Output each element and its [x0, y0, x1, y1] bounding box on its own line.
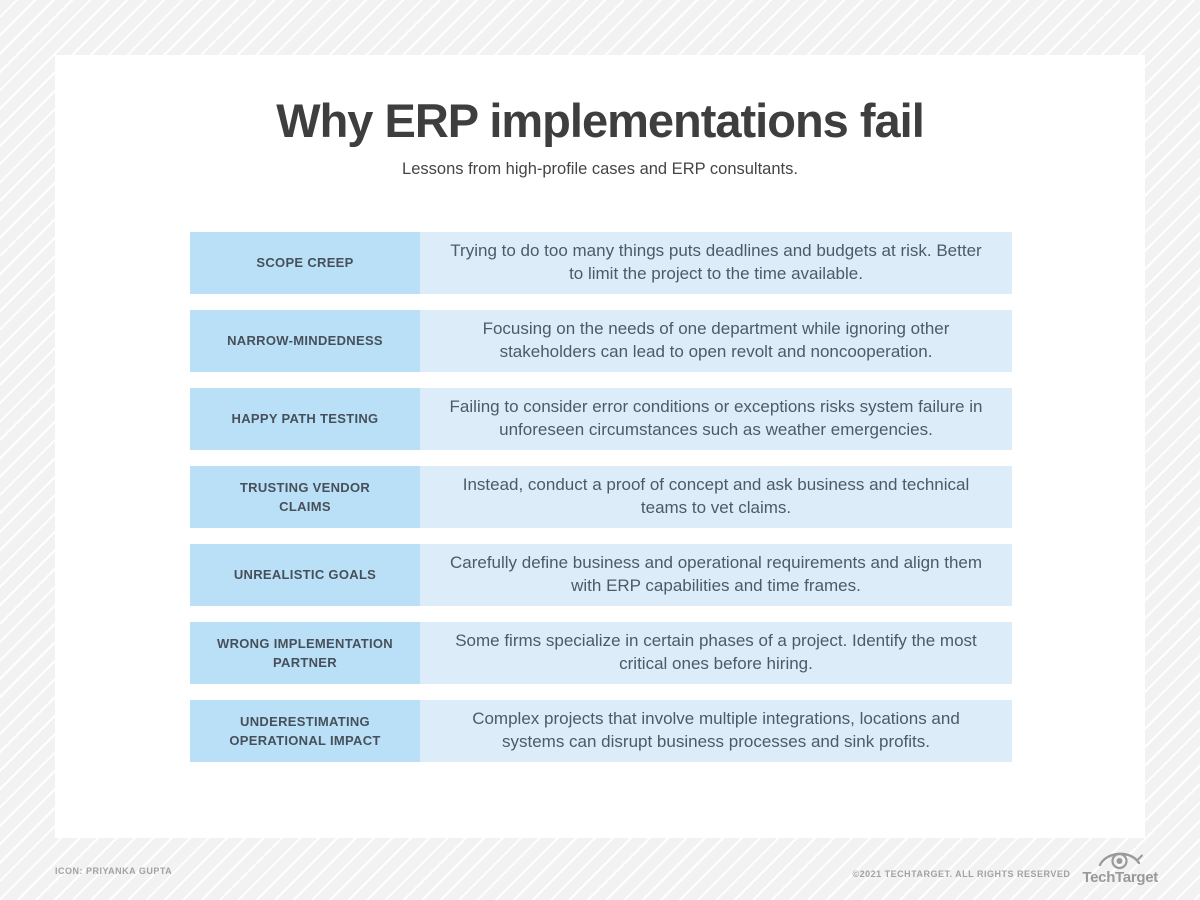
brand-name: TechTarget — [1082, 868, 1158, 886]
table-row: HAPPY PATH TESTING Failing to consider e… — [190, 388, 1012, 450]
table-row: SCOPE CREEP Trying to do too many things… — [190, 232, 1012, 294]
row-description: Complex projects that involve multiple i… — [420, 700, 1012, 762]
icon-credit: ICON: PRIYANKA GUPTA — [55, 866, 173, 876]
content-card: Why ERP implementations fail Lessons fro… — [55, 55, 1145, 838]
table-row: WRONG IMPLEMENTATION PARTNER Some firms … — [190, 622, 1012, 684]
table-row: TRUSTING VENDOR CLAIMS Instead, conduct … — [190, 466, 1012, 528]
row-description: Failing to consider error conditions or … — [420, 388, 1012, 450]
page-subtitle: Lessons from high-profile cases and ERP … — [402, 160, 798, 178]
techtarget-eye-icon — [1096, 846, 1144, 870]
row-label: UNDERESTIMATING OPERATIONAL IMPACT — [190, 700, 420, 762]
reasons-table: SCOPE CREEP Trying to do too many things… — [190, 232, 1012, 762]
row-description: Instead, conduct a proof of concept and … — [420, 466, 1012, 528]
table-row: UNREALISTIC GOALS Carefully define busin… — [190, 544, 1012, 606]
table-row: UNDERESTIMATING OPERATIONAL IMPACT Compl… — [190, 700, 1012, 762]
row-label: WRONG IMPLEMENTATION PARTNER — [190, 622, 420, 684]
row-label: SCOPE CREEP — [190, 232, 420, 294]
row-description: Focusing on the needs of one department … — [420, 310, 1012, 372]
copyright-text: ©2021 TECHTARGET. ALL RIGHTS RESERVED — [852, 869, 1071, 879]
row-description: Carefully define business and operationa… — [420, 544, 1012, 606]
row-label: UNREALISTIC GOALS — [190, 544, 420, 606]
row-label: NARROW-MINDEDNESS — [190, 310, 420, 372]
footer-right: ©2021 TECHTARGET. ALL RIGHTS RESERVED Te… — [853, 846, 1158, 887]
row-description: Trying to do too many things puts deadli… — [420, 232, 1012, 294]
page-title: Why ERP implementations fail — [276, 94, 925, 147]
table-row: NARROW-MINDEDNESS Focusing on the needs … — [190, 310, 1012, 372]
techtarget-logo: TechTarget — [1082, 846, 1158, 887]
row-label: HAPPY PATH TESTING — [190, 388, 420, 450]
row-description: Some firms specialize in certain phases … — [420, 622, 1012, 684]
row-label: TRUSTING VENDOR CLAIMS — [190, 466, 420, 528]
